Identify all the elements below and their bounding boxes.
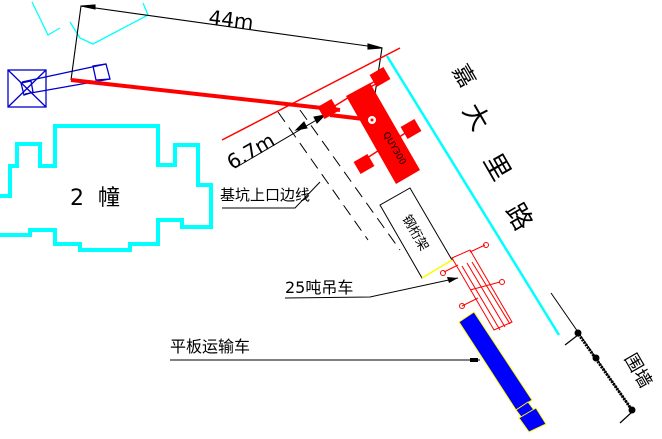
fence-label: 围墙 [620, 350, 656, 392]
flatbed-truck [458, 311, 547, 433]
crawler-crane-quy300 [317, 66, 422, 184]
pit-edge-leader [222, 181, 321, 209]
flatbed-truck-label: 平板运输车 [170, 337, 250, 356]
building-2-label: 2 幢 [70, 186, 120, 211]
mobile-crane-25t-leader [284, 277, 459, 299]
svg-text:嘉: 嘉 [447, 61, 480, 93]
fence [550, 292, 636, 424]
pit-edge-label: 基坑上口边线 [220, 186, 310, 204]
tower-crane [7, 63, 111, 108]
svg-text:里: 里 [477, 149, 516, 187]
existing-structure-outline [31, 1, 149, 45]
dimension-44m-label: 44m [207, 5, 255, 34]
road-edge-line [385, 55, 561, 336]
crane-boom-line [70, 78, 341, 112]
steel-truss-label: 钢桁架 [399, 213, 431, 254]
building-2-outline [0, 124, 213, 252]
mobile-crane-25t [440, 242, 513, 331]
road-name-label: 嘉 大 里 路 [447, 61, 538, 237]
svg-text:路: 路 [499, 199, 538, 237]
svg-text:大: 大 [456, 99, 495, 137]
dimension-6.7m [234, 114, 327, 169]
steel-truss-stack: 钢桁架 [379, 187, 453, 279]
mobile-crane-25t-label: 25吨吊车 [285, 278, 353, 297]
crane-reach-line [221, 47, 401, 141]
